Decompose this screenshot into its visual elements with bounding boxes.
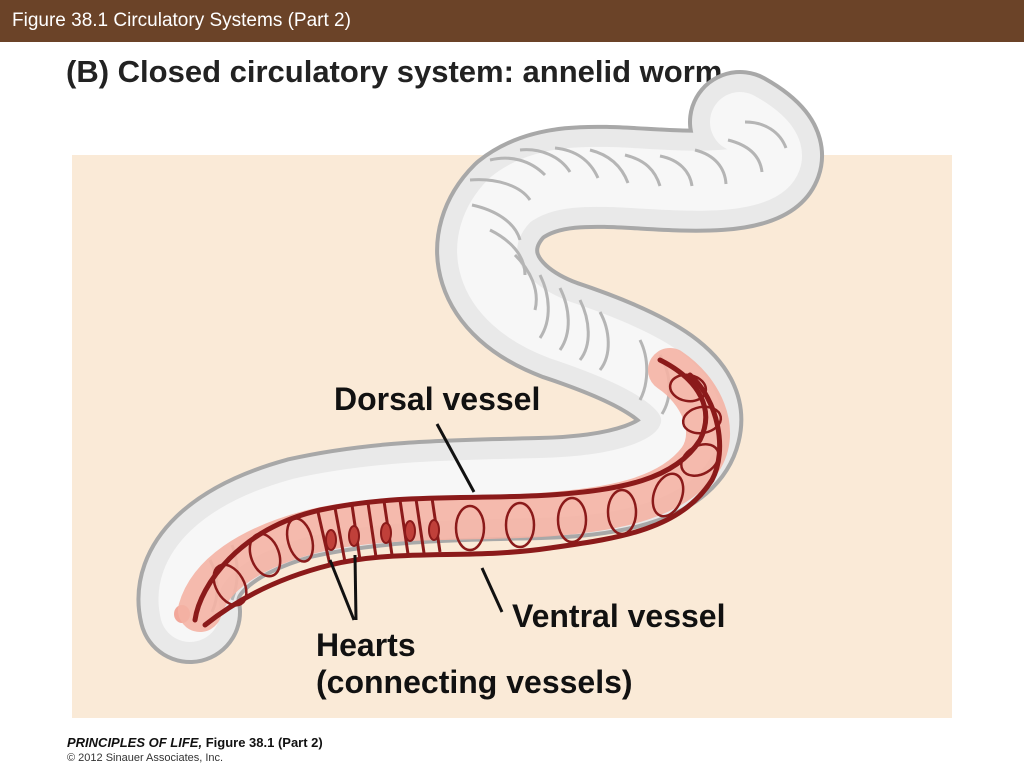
label-connecting-vessels: (connecting vessels) [316,664,633,700]
hearts [325,519,440,551]
dorsal-leader-line [435,423,476,493]
label-dorsal-vessel: Dorsal vessel [334,381,541,417]
label-hearts: Hearts [316,627,416,663]
hearts-leader-line-1 [328,559,356,621]
hearts-leader-line-2 [353,554,358,621]
figure-credit: PRINCIPLES OF LIFE, Figure 38.1 (Part 2) [67,735,323,750]
label-ventral-vessel: Ventral vessel [512,598,726,634]
header-title: Figure 38.1 Circulatory Systems (Part 2) [12,10,351,31]
figure-title: (B) Closed circulatory system: annelid w… [66,54,723,89]
copyright: © 2012 Sinauer Associates, Inc. [67,752,224,764]
ventral-leader-line [480,567,504,613]
dorsal-vessel [192,357,709,623]
worm-segments [208,120,788,613]
leader-lines [328,423,504,621]
internal-tissue [178,348,730,632]
figure-reference: Figure 38.1 (Part 2) [205,735,323,750]
capillary-loops [212,373,723,607]
header-bar: Figure 38.1 Circulatory Systems (Part 2) [0,0,1024,42]
book-title: PRINCIPLES OF LIFE, [67,735,203,750]
